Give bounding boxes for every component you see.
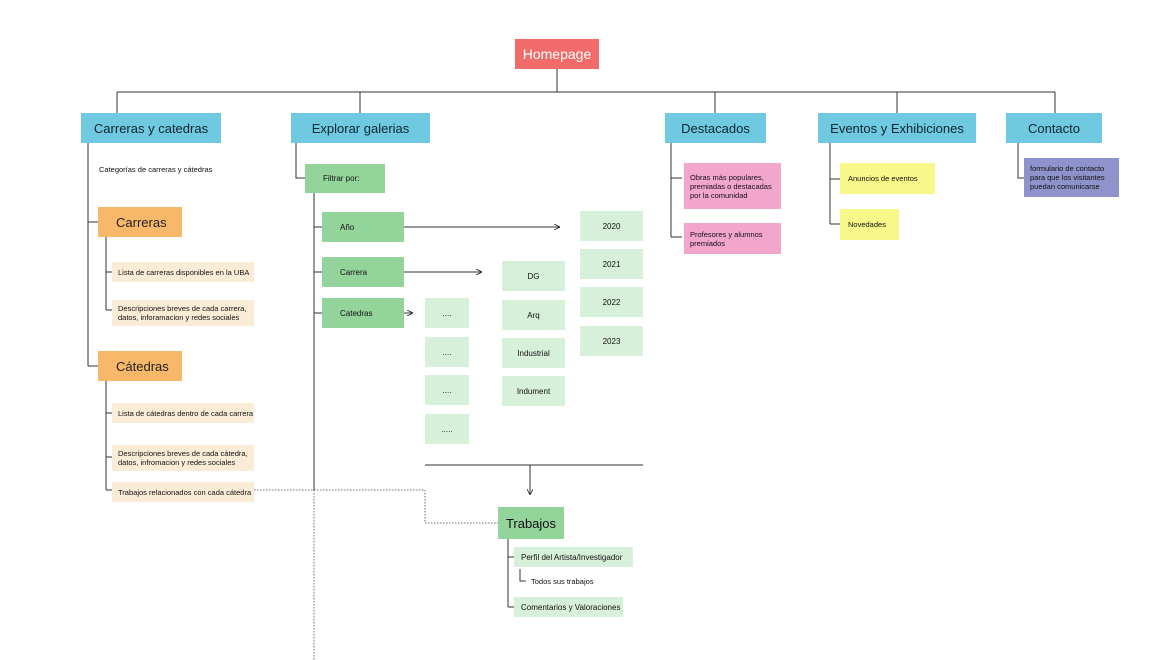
catedras-item: Descripciones breves de cada cátedra, da…	[112, 445, 254, 471]
carrera-option[interactable]: Arq	[502, 300, 565, 330]
homepage-node[interactable]: Homepage	[515, 39, 599, 69]
destacados-item: Obras más populares, premiadas o destaca…	[684, 163, 781, 209]
destacados-item: Profesores y alumnos premiados	[684, 223, 781, 254]
perfil-artista-item[interactable]: Perfil del Artista/Investigador	[514, 547, 633, 567]
year-option[interactable]: 2020	[580, 211, 643, 241]
eventos-item: Novedades	[840, 209, 899, 240]
trabajos-node[interactable]: Trabajos	[498, 507, 564, 539]
catedras-item: Trabajos relacionados con cada cátedra	[112, 482, 254, 502]
catedras-item: Lista de cátedras dentro de cada carrera	[112, 403, 254, 423]
catedra-option[interactable]: ....	[425, 298, 469, 328]
todos-trabajos-text: Todos sus trabajos	[531, 577, 594, 586]
carrera-option[interactable]: Indument	[502, 376, 565, 406]
category-contacto[interactable]: Contacto	[1006, 113, 1102, 143]
year-option[interactable]: 2023	[580, 326, 643, 356]
filter-ano[interactable]: Año	[322, 212, 404, 242]
category-destacados[interactable]: Destacados	[665, 113, 766, 143]
year-option[interactable]: 2021	[580, 249, 643, 279]
carrera-option[interactable]: Industrial	[502, 338, 565, 368]
catedra-option[interactable]: .....	[425, 414, 469, 444]
category-carreras-catedras[interactable]: Carreras y catedras	[81, 113, 221, 143]
comentarios-item[interactable]: Comentarios y Valoraciones	[514, 597, 623, 617]
carreras-intro-text: Categorías de carreras y cátedras	[99, 165, 213, 174]
catedras-node[interactable]: Cátedras	[98, 351, 182, 381]
filtrar-por-node[interactable]: Filtrar por:	[305, 164, 385, 193]
category-eventos[interactable]: Eventos y Exhibiciones	[818, 113, 976, 143]
carreras-node[interactable]: Carreras	[98, 207, 182, 237]
eventos-item: Anuncios de eventos	[840, 163, 935, 194]
catedra-option[interactable]: ....	[425, 375, 469, 405]
year-option[interactable]: 2022	[580, 287, 643, 317]
carrera-option[interactable]: DG	[502, 261, 565, 291]
catedra-option[interactable]: ....	[425, 337, 469, 367]
carreras-item: Descripciones breves de cada carrera, da…	[112, 300, 254, 326]
filter-carrera[interactable]: Carrera	[322, 257, 404, 287]
carreras-item: Lista de carreras disponibles en la UBA	[112, 262, 254, 282]
contacto-item: formulario de contacto para que los visi…	[1024, 158, 1119, 197]
filter-catedras[interactable]: Catedras	[322, 298, 404, 328]
category-explorar-galerias[interactable]: Explorar galerias	[291, 113, 430, 143]
